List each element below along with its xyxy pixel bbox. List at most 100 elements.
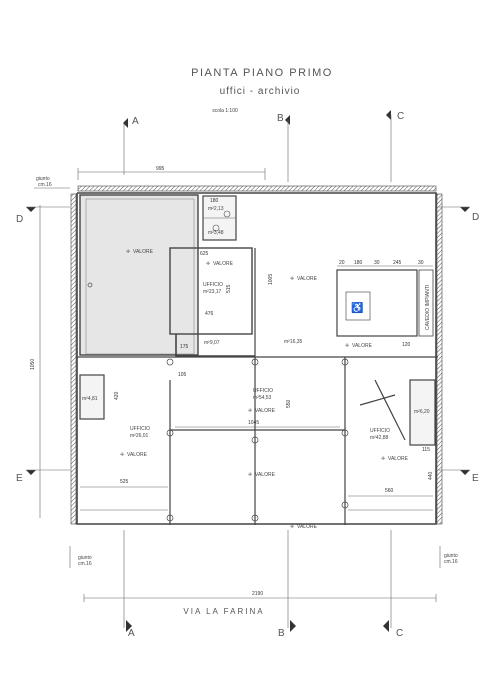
lift-icon: ♿ — [351, 301, 363, 314]
svg-text:VALORE: VALORE — [213, 261, 234, 267]
ufficio-left-mid-name: UFFICIO — [203, 282, 223, 288]
svg-text:✛: ✛ — [126, 249, 130, 255]
top-chain-dims: 20 180 30 245 30 — [337, 260, 433, 267]
svg-text:✛: ✛ — [345, 343, 349, 349]
svg-text:20: 20 — [339, 260, 345, 266]
section-marker-right-d: D — [438, 206, 479, 223]
dim-1045: 1045 — [248, 420, 259, 426]
svg-text:✛: ✛ — [120, 452, 124, 458]
wc-top2-area: m²3,48 — [208, 230, 224, 236]
svg-text:VALORE: VALORE — [127, 452, 148, 458]
wc-right — [409, 379, 436, 446]
valore-8: ✛VALORE — [381, 456, 409, 462]
svg-text:B: B — [278, 628, 285, 639]
joint-label-bottom-left-size: cm.16 — [78, 561, 92, 567]
dim-625: 625 — [200, 251, 209, 257]
wc-top-area: m²2,13 — [208, 206, 224, 212]
svg-text:245: 245 — [393, 260, 402, 266]
svg-text:C: C — [397, 111, 404, 122]
svg-text:VALORE: VALORE — [297, 524, 318, 530]
valore-2: ✛VALORE — [206, 261, 234, 267]
wc-left — [79, 374, 105, 420]
svg-text:180: 180 — [354, 260, 363, 266]
dim-560: 560 — [385, 488, 394, 494]
joint-label-bottom-right-size: cm.16 — [444, 559, 458, 565]
ufficio-right-area: m²42,88 — [370, 435, 389, 441]
wc-left-area: m²4,81 — [82, 396, 98, 402]
svg-text:B: B — [277, 113, 284, 124]
room-ufficio-left-mid — [169, 247, 253, 335]
svg-text:✛: ✛ — [381, 456, 385, 462]
svg-text:VALORE: VALORE — [255, 408, 276, 414]
dim-550: 550 — [286, 399, 292, 408]
corridor-area: m²9,07 — [204, 340, 220, 346]
valore-5: ✛VALORE — [248, 408, 276, 414]
svg-text:A: A — [128, 628, 135, 639]
svg-text:✛: ✛ — [290, 524, 294, 530]
section-marker-top-a: A — [123, 116, 139, 175]
ufficio-center-area: m²54,53 — [253, 395, 272, 401]
svg-text:A: A — [132, 116, 139, 127]
columns — [87, 282, 349, 522]
section-marker-bottom-c: C — [383, 620, 403, 639]
dim-995: 995 — [156, 166, 165, 172]
section-marker-left-e: E — [16, 469, 70, 484]
dim-115: 115 — [422, 447, 430, 453]
valore-9: ✛VALORE — [290, 524, 318, 530]
hall-area: m²16,35 — [284, 339, 303, 345]
plan-subtitle: uffici - archivio — [220, 86, 301, 97]
dim-1050: 1050 — [30, 359, 36, 370]
section-marker-bottom-a: A — [126, 620, 135, 639]
ufficio-left-mid-area: m²23,17 — [203, 289, 222, 295]
section-marker-top-b: B — [277, 113, 290, 182]
joint-label-top-left: giunto — [36, 176, 50, 182]
street-name: VIA LA FARINA — [183, 607, 264, 616]
svg-text:E: E — [16, 473, 23, 484]
wc-right-area: m²6,20 — [414, 409, 430, 415]
svg-text:C: C — [396, 628, 403, 639]
svg-text:D: D — [472, 212, 479, 223]
wall-top — [77, 185, 437, 192]
dim-2190: 2190 — [252, 591, 263, 597]
svg-text:VALORE: VALORE — [133, 249, 154, 255]
wall-right — [436, 193, 443, 525]
cavedio-label: CAVEDIO IMPIANTI — [425, 285, 431, 330]
ufficio-left-low-name: UFFICIO — [130, 426, 150, 432]
ufficio-left-low-area: m²26,01 — [130, 433, 149, 439]
joint-label-bottom-left: giunto — [78, 555, 92, 561]
valore-7: ✛VALORE — [248, 472, 276, 478]
svg-text:✛: ✛ — [248, 472, 252, 478]
valore-1: ✛VALORE — [126, 249, 154, 255]
svg-text:30: 30 — [418, 260, 424, 266]
dim-525: 525 — [120, 479, 129, 485]
cavedio — [418, 269, 434, 337]
room-archive — [79, 194, 199, 356]
plan-scale: scola 1:100 — [212, 108, 238, 114]
valore-markers: ✛VALORE ✛VALORE ✛VALORE ✛VALORE ✛VALORE … — [120, 249, 409, 530]
dim-515: 515 — [226, 284, 232, 293]
dim-440: 440 — [428, 471, 434, 480]
dim-476: 476 — [205, 311, 214, 317]
section-marker-top-c: C — [386, 110, 404, 182]
dim-105: 105 — [178, 372, 187, 378]
ufficio-right-name: UFFICIO — [370, 428, 390, 434]
valore-4: ✛VALORE — [345, 343, 373, 349]
svg-text:30: 30 — [374, 260, 380, 266]
svg-text:✛: ✛ — [206, 261, 210, 267]
plan-title: PIANTA PIANO PRIMO — [191, 67, 333, 79]
dim-1005: 1005 — [268, 274, 274, 285]
svg-text:VALORE: VALORE — [352, 343, 373, 349]
dim-120: 120 — [402, 342, 411, 348]
svg-text:E: E — [472, 473, 479, 484]
joint-label-bottom-right: giunto — [444, 553, 458, 559]
section-marker-left-d: D — [16, 206, 70, 225]
dim-180: 180 — [210, 198, 219, 204]
svg-text:VALORE: VALORE — [255, 472, 276, 478]
joint-label-top-left-size: cm.16 — [38, 182, 52, 188]
svg-text:✛: ✛ — [248, 408, 252, 414]
ufficio-center-name: UFFICIO — [253, 388, 273, 394]
section-marker-right-e: E — [438, 469, 479, 484]
section-marker-bottom-b: B — [278, 620, 296, 639]
svg-text:✛: ✛ — [290, 276, 294, 282]
